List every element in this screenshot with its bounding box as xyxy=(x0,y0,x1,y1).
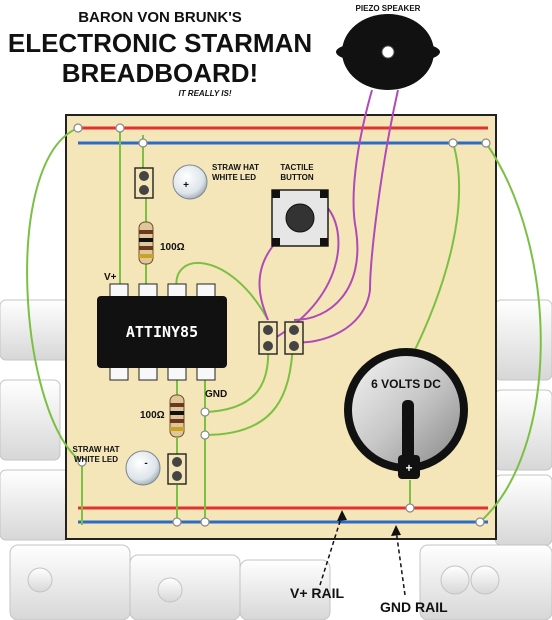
piezo-label: PIEZO SPEAKER xyxy=(356,4,421,13)
wire-speaker-right xyxy=(293,89,399,344)
wire-vplus-left-loop xyxy=(26,127,83,525)
terminal-dots xyxy=(73,123,491,527)
resistor-top: 100Ω xyxy=(138,221,185,265)
gnd-label: GND xyxy=(205,389,227,400)
battery-label: 6 VOLTS DC xyxy=(371,377,441,391)
tactile-button: TACTILE BUTTON xyxy=(271,163,329,247)
resistor-bottom-label: 100Ω xyxy=(140,410,165,421)
led-bottom-label-1: STRAW HAT xyxy=(73,445,120,454)
button-label-2: BUTTON xyxy=(280,173,313,182)
title-line-1: BARON VON BRUNK'S xyxy=(78,9,242,26)
led-bottom-bulb xyxy=(125,450,161,486)
wire-battery-top xyxy=(409,142,461,361)
chip-label: ATTINY85 xyxy=(126,323,198,341)
title-tagline: IT REALLY IS! xyxy=(178,89,231,98)
piezo-speaker: PIEZO SPEAKER xyxy=(336,4,440,90)
led-top-label-1: STRAW HAT xyxy=(212,163,259,172)
wire-chip-mid-2 xyxy=(204,344,294,436)
title-line-3: BREADBOARD! xyxy=(62,58,258,88)
led-top-label-2: WHITE LED xyxy=(212,173,256,182)
green-wires xyxy=(26,127,542,525)
piezo-center-hole xyxy=(381,45,395,59)
vplus-rail-arrow xyxy=(319,514,343,586)
led-bottom: STRAW HAT WHITE LED - xyxy=(73,445,187,486)
title-line-2: ELECTRONIC STARMAN xyxy=(8,28,312,58)
battery-plus: + xyxy=(405,461,412,475)
wire-button-left xyxy=(258,239,279,321)
led-top: + STRAW HAT WHITE LED xyxy=(134,163,259,200)
power-rails xyxy=(78,126,488,524)
gnd-rail-arrow xyxy=(395,529,406,596)
vplus-label: V+ xyxy=(104,272,117,283)
led-top-plus: + xyxy=(183,180,189,191)
rail-annotations: V+ RAIL GND RAIL xyxy=(290,510,448,615)
button-sockets xyxy=(258,321,304,355)
led-bottom-minus: - xyxy=(144,458,147,469)
led-bottom-label-2: WHITE LED xyxy=(74,455,118,464)
resistor-top-label: 100Ω xyxy=(160,242,185,253)
wire-gnd-right-loop xyxy=(479,142,542,523)
gnd-rail-label: GND RAIL xyxy=(380,599,448,615)
chip-body xyxy=(97,296,227,368)
resistor-bottom: 100Ω xyxy=(140,394,185,438)
wire-speaker-left xyxy=(293,89,373,321)
attiny85-chip: ATTINY85 xyxy=(97,283,227,381)
vplus-rail-label: V+ RAIL xyxy=(290,585,345,601)
button-label-1: TACTILE xyxy=(280,163,314,172)
wire-chip-button-arc xyxy=(175,261,269,321)
led-top-bulb xyxy=(172,164,208,200)
battery-6v: 6 VOLTS DC + xyxy=(344,348,468,479)
wire-chip-mid-1 xyxy=(204,344,270,413)
